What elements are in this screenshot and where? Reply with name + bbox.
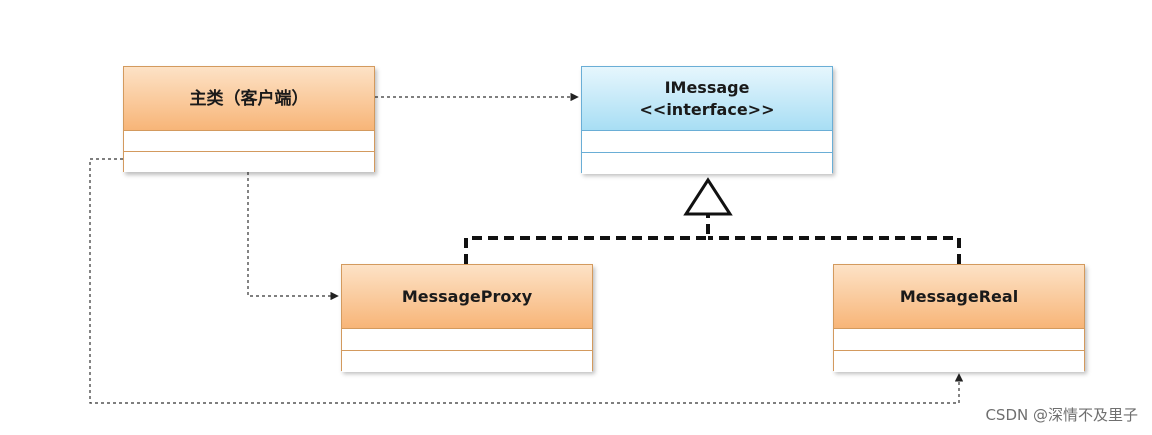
interface-imessage-methods	[582, 152, 832, 174]
class-client: 主类（客户端）	[123, 66, 375, 172]
class-message-proxy: MessageProxy	[341, 264, 593, 372]
class-message-proxy-name: MessageProxy	[401, 286, 533, 306]
class-client-header: 主类（客户端）	[124, 67, 374, 130]
class-message-proxy-header: MessageProxy	[342, 265, 592, 328]
interface-imessage-stereotype: <<interface>>	[639, 99, 775, 119]
interface-imessage-name: IMessage	[664, 77, 750, 97]
class-message-real-attributes	[834, 328, 1084, 350]
class-message-proxy-attributes	[342, 328, 592, 350]
realization-real-to-imessage	[708, 236, 961, 264]
interface-imessage-header: IMessage <<interface>>	[582, 67, 832, 130]
class-client-methods	[124, 151, 374, 172]
class-client-attributes	[124, 130, 374, 151]
class-message-real-header: MessageReal	[834, 265, 1084, 328]
interface-imessage-attributes	[582, 130, 832, 152]
realization-proxy-to-imessage	[464, 215, 710, 264]
interface-imessage: IMessage <<interface>>	[581, 66, 833, 174]
watermark: CSDN @深情不及里子	[985, 406, 1138, 424]
class-message-real-methods	[834, 350, 1084, 372]
class-message-real: MessageReal	[833, 264, 1085, 372]
class-client-name: 主类（客户端）	[189, 88, 309, 109]
realization-triangle-icon	[683, 177, 733, 216]
class-message-real-name: MessageReal	[899, 286, 1019, 306]
dependency-client-to-real	[89, 158, 964, 404]
class-message-proxy-methods	[342, 350, 592, 372]
dependency-client-to-proxy	[247, 172, 339, 301]
